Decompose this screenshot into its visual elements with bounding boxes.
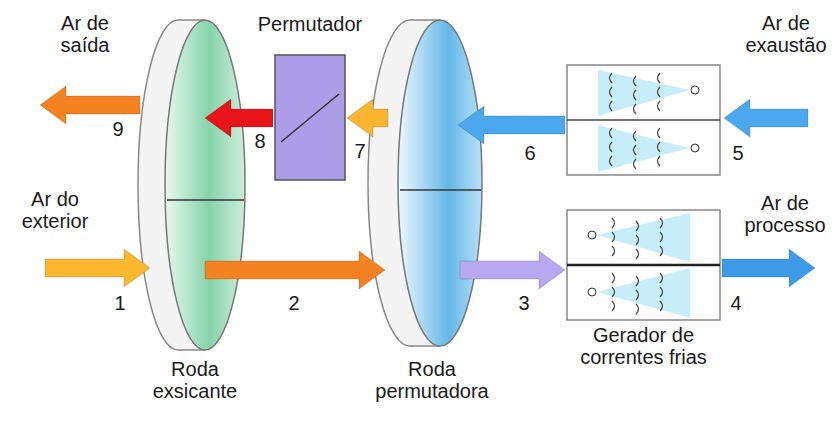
airflow-arrow [724,99,808,137]
spray-mark [658,101,661,111]
spray-mark [636,221,639,231]
airflow-arrow [722,249,815,287]
spray-mark [634,131,637,141]
label-text: Ar de processo [744,192,825,236]
callout-number: 3 [516,292,532,314]
label-text: Gerador de correntes frias [580,324,707,368]
airflow-arrow [460,251,565,289]
spray-mark [610,73,613,83]
spray-mark [660,218,663,228]
airflow-arrow [205,251,385,289]
spray-mark [660,301,663,311]
spray-mark [658,142,661,152]
label-text: 1 [114,292,125,314]
spray-mark [610,128,613,138]
label-text: Ar do exterior [22,188,89,232]
spray-mark [636,290,639,300]
airflow-arrow [45,249,150,287]
spray-mark [610,142,613,152]
callout-number: 4 [728,292,744,314]
wheel-node: Roda permutadora [372,20,492,350]
spray-mark [634,76,637,86]
spray-mark [610,87,613,97]
spray-mark [658,73,661,83]
node-label: Gerador de correntes frias [559,324,729,368]
callout-number: 9 [110,118,126,140]
label-text: 7 [354,140,365,162]
spray-mark [612,218,615,228]
evaporative-cooler [567,65,720,320]
spray-mark [610,101,613,111]
airflow-arrow [458,106,565,144]
spray-mark [634,90,637,100]
heat-exchanger [275,55,345,180]
airflow-arrow [40,86,140,124]
spray-marks [610,73,663,314]
spray-mark [634,145,637,155]
label-text: 9 [112,118,123,140]
label-text: 2 [288,292,299,314]
airflow-label: Ar do exterior [3,188,107,232]
node-label: Roda permutadora [357,358,507,402]
label-text: Ar de exaustão [745,12,826,56]
spray-mark [658,87,661,97]
spray-mark [636,276,639,286]
spray-mark [610,156,613,166]
node-label: Permutador [258,13,363,35]
airflow-arrow [347,99,388,137]
callout-number: 5 [730,142,746,164]
spray-mark [636,249,639,259]
label-text: 4 [730,292,741,314]
exchanger-node: Permutador [275,55,345,180]
spray-mark [660,246,663,256]
cooler-node: Gerador de correntes frias [567,210,720,320]
airflow-label: Ar de exaustão [740,12,832,56]
spray-mark [636,304,639,314]
spray-mark [612,232,615,242]
spray-mark [612,301,615,311]
label-text: 5 [732,142,743,164]
callout-number: 2 [286,292,302,314]
spray-mark [660,232,663,242]
spray-mark [634,104,637,114]
callout-number: 6 [522,142,538,164]
spray-mark [636,235,639,245]
callout-number: 1 [112,292,128,314]
callout-number: 7 [352,140,368,162]
desiccant-wheel [138,20,245,350]
spray-mark [658,156,661,166]
node-label: Roda exsicante [130,358,260,402]
spray-mark [660,273,663,283]
spray-mark [658,128,661,138]
spray-mark [612,246,615,256]
spray-mark [612,273,615,283]
heat-wheel [368,20,482,346]
label-text: Ar de saída [61,12,110,56]
label-text: Roda permutadora [375,358,488,402]
spray-mark [634,159,637,169]
label-text: Roda exsicante [153,358,238,402]
wheel-node: Roda exsicante [140,20,250,350]
label-text: 6 [524,142,535,164]
label-text: Permutador [258,13,363,35]
callout-number: 8 [252,130,268,152]
label-text: 8 [254,130,265,152]
spray-mark [660,287,663,297]
airflow-label: Ar de saída [40,12,130,56]
spray-mark [612,287,615,297]
airflow-label: Ar de processo [738,192,832,236]
label-text: 3 [518,292,529,314]
